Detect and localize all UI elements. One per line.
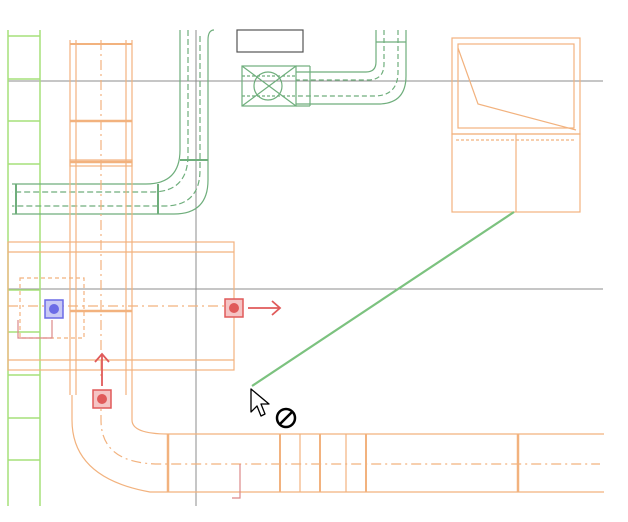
orange-branch-box <box>7 241 235 371</box>
not-allowed-icon <box>275 407 297 429</box>
route-preview-line <box>251 211 515 387</box>
green-equipment-top <box>236 29 407 107</box>
arrow-cursor-icon <box>250 388 270 417</box>
green-duct-elbow <box>12 29 215 215</box>
grid-lines <box>8 30 603 506</box>
light-green-duct <box>7 30 41 506</box>
orange-bottom-elbow <box>71 395 604 499</box>
orange-unit-upper-right <box>451 37 581 213</box>
connector-grip-blue[interactable] <box>44 299 64 319</box>
connector-grip-red-up[interactable] <box>92 352 112 409</box>
arrow-right-icon[interactable] <box>248 300 282 316</box>
arrow-up-icon[interactable] <box>94 352 110 386</box>
orange-vertical-duct <box>69 40 133 395</box>
connector-grip-red-right[interactable] <box>224 298 282 318</box>
